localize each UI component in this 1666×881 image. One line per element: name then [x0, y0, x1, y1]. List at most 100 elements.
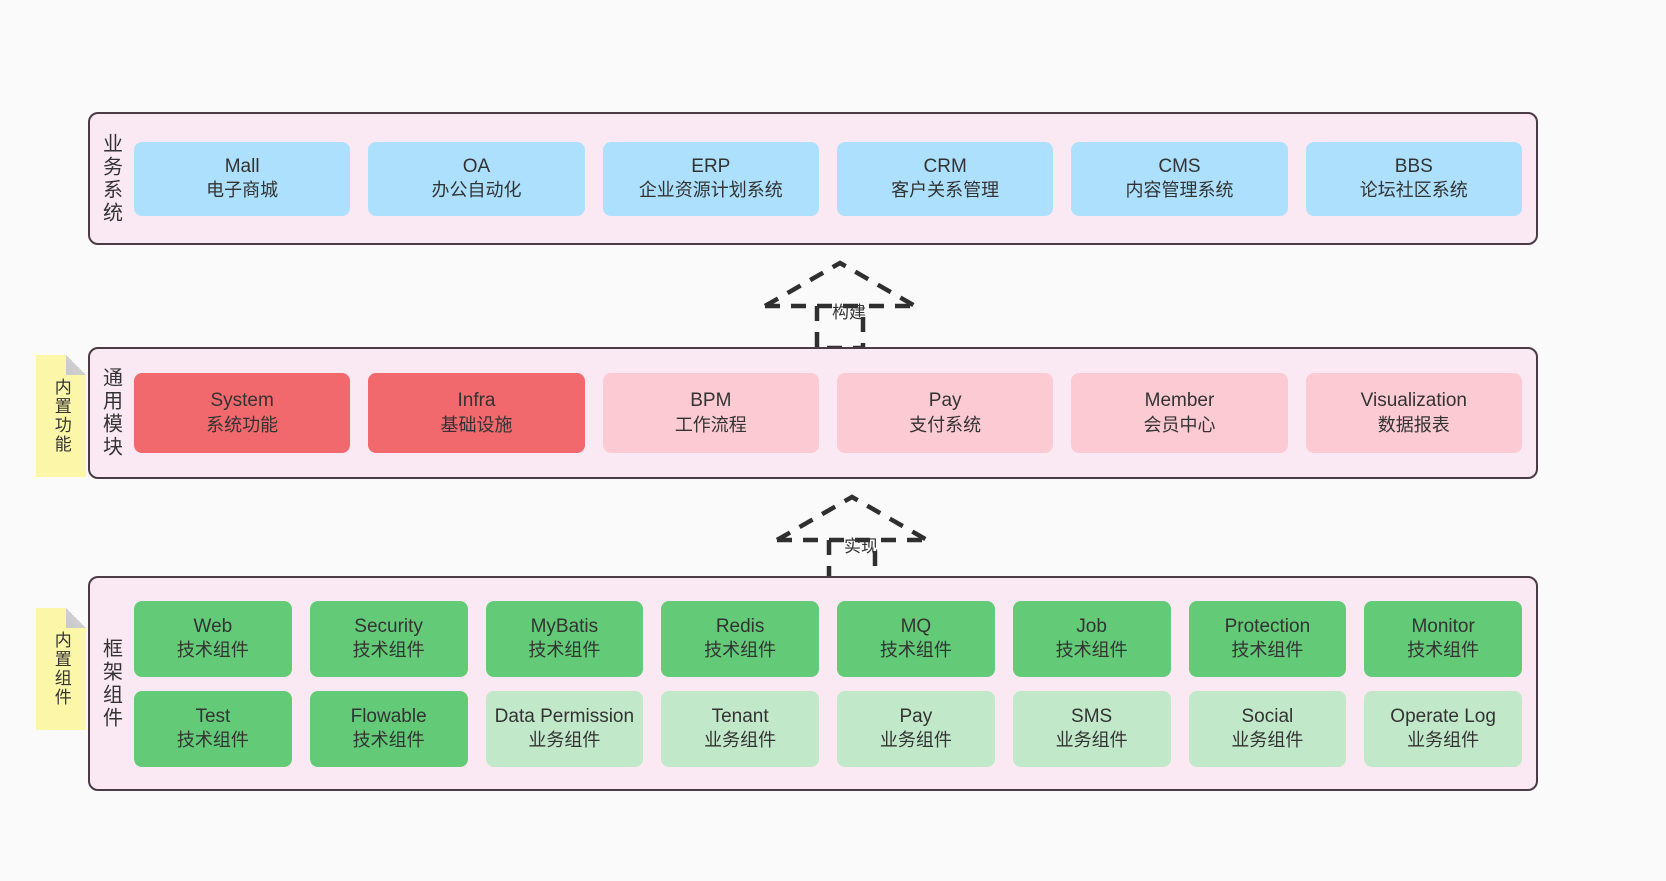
component-card-pay[interactable]: Pay 业务组件 — [837, 690, 995, 767]
card-title-cn: 业务组件 — [1231, 730, 1304, 751]
component-card-tenant[interactable]: Tenant 业务组件 — [661, 690, 819, 767]
card-title-en: System — [210, 390, 274, 412]
card-title-en: MyBatis — [530, 615, 599, 637]
component-card-security[interactable]: Security 技术组件 — [309, 600, 468, 677]
card-title-cn: 业务组件 — [528, 730, 601, 751]
component-card-data-permission[interactable]: Data Permission 业务组件 — [485, 690, 644, 767]
component-card-protection[interactable]: Protection 技术组件 — [1188, 600, 1347, 677]
layer-framework-components-title: 框架组件 — [99, 637, 122, 730]
card-title-cn: 技术组件 — [352, 640, 425, 661]
card-title-cn: 系统功能 — [206, 414, 279, 435]
card-title-en: BPM — [690, 390, 732, 412]
card-title-en: Member — [1144, 390, 1215, 412]
card-title-cn: 内容管理系统 — [1125, 180, 1234, 201]
component-card-sms[interactable]: SMS 业务组件 — [1012, 690, 1171, 767]
card-title-cn: 论坛社区系统 — [1359, 180, 1468, 201]
card-title-cn: 技术组件 — [176, 640, 249, 661]
arrow-label-implement: 实现 — [844, 537, 878, 556]
card-title-cn: 数据报表 — [1377, 414, 1450, 435]
card-title-en: Infra — [457, 390, 496, 412]
card-title-en: Flowable — [350, 705, 427, 727]
card-title-cn: 技术组件 — [176, 730, 249, 751]
card-title-cn: 技术组件 — [1055, 640, 1128, 661]
card-title-en: BBS — [1394, 155, 1433, 177]
card-title-cn: 业务组件 — [704, 730, 777, 751]
generalization-arrow-build: 构建 — [760, 258, 920, 353]
business-card-mall[interactable]: Mall 电子商城 — [134, 141, 351, 216]
card-title-cn: 技术组件 — [1231, 640, 1304, 661]
card-title-cn: 支付系统 — [909, 414, 982, 435]
component-card-social[interactable]: Social 业务组件 — [1188, 690, 1347, 767]
generalization-arrow-implement: 实现 — [772, 492, 932, 587]
card-title-en: Mall — [224, 155, 260, 177]
card-title-cn: 企业资源计划系统 — [638, 180, 783, 201]
component-card-mq[interactable]: MQ 技术组件 — [837, 600, 995, 677]
card-title-cn: 技术组件 — [352, 730, 425, 751]
card-title-cn: 技术组件 — [879, 640, 952, 661]
layer-business-system-title: 业务系统 — [99, 132, 122, 225]
card-title-en: Security — [354, 615, 423, 637]
arrow-head-implement — [775, 494, 929, 542]
card-title-cn: 电子商城 — [206, 180, 279, 201]
card-title-cn: 业务组件 — [1055, 730, 1128, 751]
note-builtin-features-label: 内置功能 — [51, 378, 71, 454]
card-title-en: Pay — [928, 390, 962, 412]
card-title-en: MQ — [900, 615, 932, 637]
business-card-erp[interactable]: ERP 企业资源计划系统 — [602, 141, 819, 216]
component-card-redis[interactable]: Redis 技术组件 — [661, 600, 819, 677]
business-card-bbs[interactable]: BBS 论坛社区系统 — [1305, 141, 1522, 216]
card-title-en: Operate Log — [1390, 705, 1496, 727]
component-card-job[interactable]: Job 技术组件 — [1012, 600, 1171, 677]
card-title-en: Job — [1076, 615, 1107, 637]
business-card-oa[interactable]: OA 办公自动化 — [368, 141, 585, 216]
card-title-en: Social — [1241, 705, 1294, 727]
card-title-en: Redis — [715, 615, 765, 637]
card-title-en: Monitor — [1411, 615, 1475, 637]
card-title-en: Protection — [1224, 615, 1311, 637]
card-title-cn: 工作流程 — [674, 414, 747, 435]
card-title-en: Data Permission — [494, 705, 635, 727]
card-title-cn: 客户关系管理 — [891, 180, 1000, 201]
component-card-monitor[interactable]: Monitor 技术组件 — [1364, 600, 1522, 677]
card-title-cn: 技术组件 — [528, 640, 601, 661]
arrow-head-build — [763, 260, 917, 308]
card-title-cn: 业务组件 — [1407, 730, 1480, 751]
note-builtin-components-label: 内置组件 — [51, 631, 71, 707]
card-title-en: Visualization — [1360, 390, 1467, 412]
card-title-en: Web — [193, 615, 233, 637]
card-title-en: Pay — [899, 705, 933, 727]
card-title-cn: 技术组件 — [704, 640, 777, 661]
note-builtin-features: 内置功能 — [36, 355, 86, 477]
component-card-operate-log[interactable]: Operate Log 业务组件 — [1364, 690, 1522, 767]
card-title-cn: 会员中心 — [1143, 414, 1216, 435]
note-builtin-components: 内置组件 — [36, 608, 86, 730]
card-title-cn: 办公自动化 — [431, 180, 522, 201]
component-card-mybatis[interactable]: MyBatis 技术组件 — [485, 600, 644, 677]
card-title-en: OA — [462, 155, 491, 177]
layer-common-modules-title: 通用模块 — [99, 367, 122, 459]
component-card-web[interactable]: Web 技术组件 — [134, 600, 292, 677]
card-title-en: Tenant — [711, 705, 769, 727]
arrow-label-build: 构建 — [832, 303, 866, 322]
card-title-en: SMS — [1071, 705, 1113, 727]
card-title-en: ERP — [691, 155, 731, 177]
component-card-flowable[interactable]: Flowable 技术组件 — [309, 690, 468, 767]
card-title-cn: 业务组件 — [879, 730, 952, 751]
card-title-cn: 技术组件 — [1407, 640, 1480, 661]
card-title-cn: 基础设施 — [440, 414, 513, 435]
